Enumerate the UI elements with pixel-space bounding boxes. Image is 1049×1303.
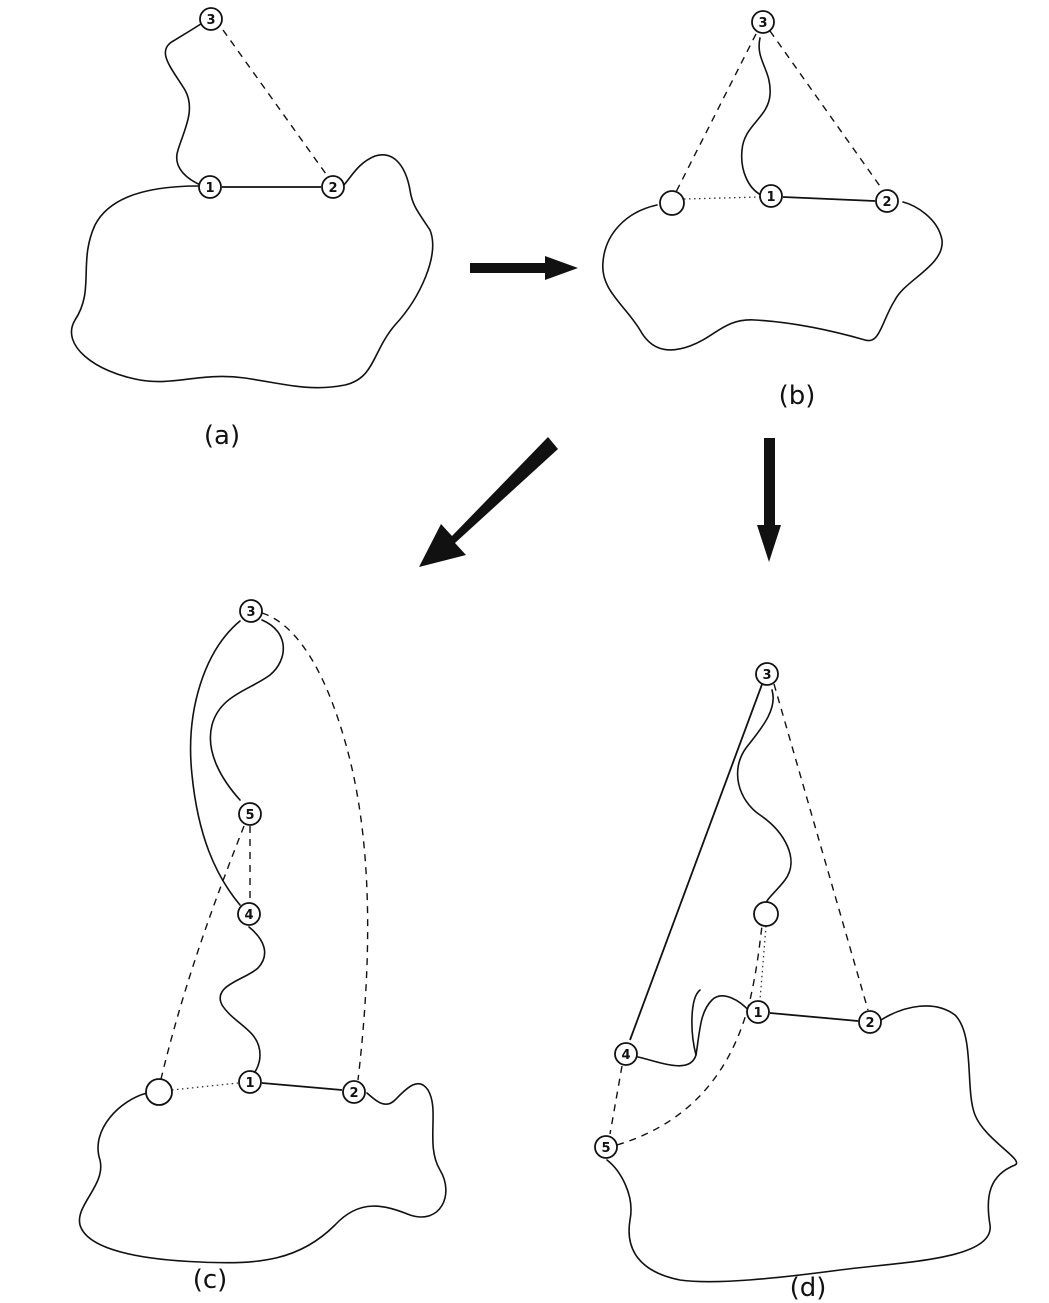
panel-c-node-3: 3 [239, 599, 263, 623]
panel-d-dashed-4-5 [609, 1065, 623, 1135]
panel-a-loop-curve [164, 19, 208, 187]
panel-d-node-5: 5 [594, 1135, 618, 1159]
panel-a-node-1: 1 [198, 175, 222, 199]
arrow-b-to-c [419, 437, 558, 567]
svg-text:2: 2 [882, 195, 891, 210]
panel-b-dashed-3-blank [675, 33, 757, 193]
panel-c-body-curve [78, 1083, 447, 1264]
panel-b-node-1: 1 [759, 184, 783, 208]
panel-d-label: (d) [790, 1273, 827, 1303]
panel-b-edge-1-2 [782, 196, 876, 202]
panel-c-edge-1-2 [261, 1082, 343, 1091]
svg-text:3: 3 [762, 668, 771, 683]
panel-d: 1 2 3 4 5 (d) [594, 662, 1018, 1303]
svg-text:5: 5 [245, 808, 254, 823]
panel-a-body-curve [70, 154, 434, 389]
svg-text:2: 2 [328, 181, 337, 196]
panel-a-label: (a) [204, 421, 240, 451]
panel-d-loop-curve-4-1 [637, 995, 751, 1067]
panel-b-dashed-3-2 [769, 30, 883, 190]
panel-d-node-3: 3 [755, 662, 779, 686]
panel-d-dashed-5-blank [616, 925, 763, 1146]
panel-d-node-1: 1 [746, 1000, 770, 1024]
svg-text:1: 1 [753, 1006, 762, 1021]
panel-b-dotted-edge [683, 196, 761, 200]
panel-d-loop-curve-3-bottom [736, 689, 792, 906]
panel-b: 1 2 3 (b) [602, 10, 943, 411]
panel-d-node-4: 4 [614, 1042, 638, 1066]
panel-c-node-1: 1 [238, 1070, 262, 1094]
panel-d-dashed-3-2 [773, 683, 869, 1011]
svg-text:2: 2 [349, 1086, 358, 1101]
panel-d-body-curve [606, 1005, 1018, 1283]
panel-d-dotted-edge [759, 925, 767, 1001]
arrow-a-to-b [470, 256, 578, 280]
panel-c-node-4: 4 [237, 902, 261, 926]
panel-d-node-2: 2 [858, 1010, 882, 1034]
panel-b-label: (b) [779, 381, 816, 411]
panel-b-node-2: 2 [875, 189, 899, 213]
svg-text:2: 2 [865, 1016, 874, 1031]
svg-text:1: 1 [205, 181, 214, 196]
arrow-b-to-d [757, 438, 781, 562]
panel-c-loop-curve-3-5 [209, 619, 285, 801]
svg-text:3: 3 [758, 16, 767, 31]
panel-d-edge-4-3 [629, 678, 765, 1041]
svg-text:4: 4 [621, 1048, 630, 1063]
panel-d-top-body-curve [691, 989, 701, 1056]
panel-b-loop-curve [740, 37, 771, 196]
panel-b-node-3: 3 [751, 10, 775, 34]
panel-c-dashed-5-blank [160, 825, 245, 1080]
svg-text:1: 1 [766, 190, 775, 205]
panel-a-node-3: 3 [199, 7, 223, 31]
panel-c-blank-node [145, 1078, 173, 1106]
panel-c-node-5: 5 [238, 802, 262, 826]
panel-c-loop-curve-4-1 [219, 926, 266, 1078]
panel-d-blank-node [753, 901, 779, 927]
svg-text:3: 3 [246, 605, 255, 620]
panel-c-node-2: 2 [342, 1080, 366, 1104]
svg-text:4: 4 [244, 908, 253, 923]
svg-text:1: 1 [245, 1076, 254, 1091]
panel-b-body-curve [602, 201, 943, 351]
panel-d-edge-1-2 [769, 1012, 859, 1022]
panel-a: 1 2 3 (a) [70, 7, 434, 451]
svg-text:3: 3 [206, 13, 215, 28]
panel-c-arc-3-4 [189, 620, 241, 906]
panel-b-blank-node [659, 190, 685, 216]
panel-c-dotted-edge [171, 1082, 239, 1091]
panel-a-dashed-3-2 [222, 29, 327, 175]
panel-a-node-2: 2 [321, 175, 345, 199]
panel-c-label: (c) [193, 1265, 228, 1295]
svg-text:5: 5 [601, 1141, 610, 1156]
panel-c-dashed-3-2 [261, 612, 369, 1081]
panel-c: 1 2 3 4 5 (c) [78, 599, 447, 1295]
